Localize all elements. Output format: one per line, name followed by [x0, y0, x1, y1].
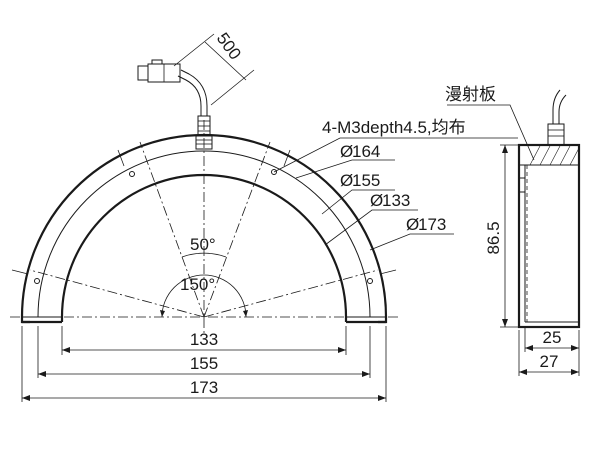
cable-assembly: 500: [137, 29, 255, 150]
connector-latch: [151, 59, 163, 65]
radial-line-left-150: [29, 269, 205, 318]
cable-length-label: 500: [213, 29, 245, 63]
tick-mark: [379, 269, 397, 275]
d133-label: 133: [382, 191, 410, 210]
cable-dim-line: [204, 41, 247, 81]
radial-line-right-150: [203, 269, 379, 318]
arrow-head: [378, 395, 386, 401]
diameter-icon: Ø: [370, 191, 383, 210]
cable-outline: [180, 69, 208, 116]
d164-label: 164: [352, 142, 380, 161]
cable-dim-ext: [173, 33, 215, 67]
d173-label: 173: [418, 215, 446, 234]
width-dimensions: 133 155 173: [21, 326, 387, 402]
diffuser-hatch: [529, 145, 580, 166]
side-cable: [558, 94, 567, 124]
tick-mark: [11, 269, 29, 275]
arrow-head: [571, 345, 579, 351]
width-155-label: 155: [190, 354, 218, 373]
cable-dim-ext: [210, 69, 255, 106]
mount-holes-label: 4-M3depth4.5,均布: [322, 118, 466, 137]
arrow-head: [243, 310, 248, 317]
diffuser-leader: [447, 104, 535, 161]
arrow-head: [519, 369, 527, 375]
front-view: 50° 150°: [10, 120, 400, 335]
tick-mark: [117, 149, 125, 167]
d155-label: 155: [352, 171, 380, 190]
connector-plug: [137, 65, 149, 81]
holes-leader: [273, 137, 518, 173]
d164-leader: [295, 159, 395, 179]
arrow-head: [22, 395, 30, 401]
side-cable: [552, 89, 561, 124]
mount-hole: [34, 278, 40, 284]
width-133-label: 133: [190, 330, 218, 349]
d155-leader: [321, 189, 395, 215]
side-housing: [517, 143, 581, 329]
side-window: [518, 177, 526, 193]
arrow-head: [571, 369, 579, 375]
d133-leader: [324, 209, 418, 246]
side-27-label: 27: [540, 352, 559, 371]
arrow-head: [502, 319, 508, 327]
angle-arc-50: [181, 252, 227, 258]
radial-line-right-50: [203, 141, 271, 318]
cable-outline: [177, 75, 202, 116]
angle-150-label: 150°: [180, 275, 215, 294]
mount-hole: [367, 278, 373, 284]
angle-50-label: 50°: [190, 235, 216, 254]
mount-hole: [271, 169, 277, 175]
arrow-head: [362, 371, 370, 377]
arrow-head: [38, 371, 46, 377]
arrow-head: [525, 345, 533, 351]
angle-arc-150: [161, 274, 247, 318]
side-25-label: 25: [543, 328, 562, 347]
side-strain-relief: [547, 123, 565, 146]
radial-line-left-50: [139, 141, 205, 318]
arrow-head: [502, 145, 508, 153]
height-86-5-label: 86.5: [484, 221, 503, 254]
width-173-label: 173: [190, 378, 218, 397]
diffuser-label: 漫射板: [445, 85, 496, 104]
tick-mark: [283, 149, 291, 167]
diameter-icon: Ø: [406, 215, 419, 234]
arrow-head: [62, 347, 70, 353]
mount-hole: [129, 171, 135, 177]
d173-leader: [369, 233, 454, 251]
ring-outer-outline: [20, 133, 388, 324]
diameter-icon: Ø: [340, 171, 353, 190]
arrow-head: [160, 310, 165, 317]
leader-annotations: 4-M3depth4.5,均布 Ø 164 Ø 155 Ø 133 Ø 173: [273, 118, 518, 251]
diameter-icon: Ø: [340, 142, 353, 161]
side-view: 漫射板 86.5 25 27: [445, 85, 581, 376]
arrow-head: [338, 347, 346, 353]
